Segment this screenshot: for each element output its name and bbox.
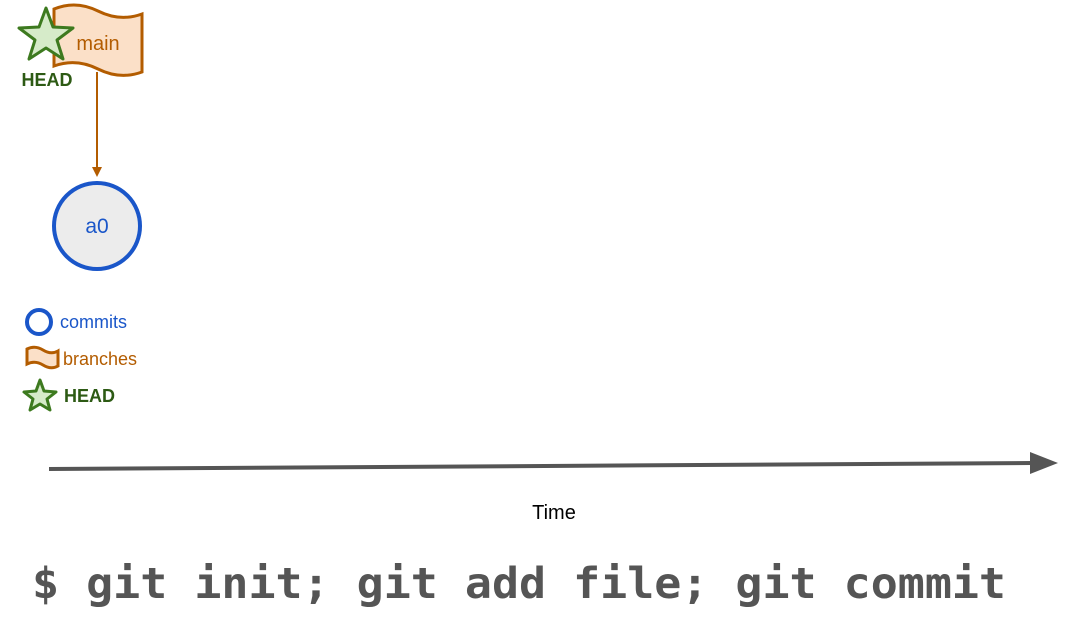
commit-icon: [25, 308, 53, 336]
legend-item-branches: branches: [25, 345, 137, 370]
flag-icon: [52, 3, 144, 77]
command-text: $ git init; git add file; git commit: [32, 559, 1006, 609]
arrow-head-icon: [1030, 452, 1058, 474]
legend: commits branches HEAD: [22, 308, 137, 412]
branch-flag-main: main: [52, 3, 144, 77]
legend-branches-label: branches: [63, 349, 137, 369]
legend-item-head: HEAD: [22, 378, 115, 412]
branch-label: main: [76, 33, 119, 55]
commit-node: a0: [52, 181, 142, 271]
legend-head-label: HEAD: [64, 386, 115, 406]
time-axis: Time: [48, 452, 1058, 524]
commit-label: a0: [85, 215, 108, 238]
head-marker: HEAD: [17, 6, 75, 90]
commit-circle: [52, 181, 142, 271]
legend-commits-label: commits: [60, 312, 127, 332]
head-label: HEAD: [21, 70, 72, 90]
legend-item-commits: commits: [25, 308, 127, 336]
star-icon: [22, 378, 58, 412]
flag-icon: [25, 345, 60, 370]
time-axis-line: [48, 461, 1033, 471]
time-axis-label: Time: [532, 502, 576, 524]
star-icon: [17, 6, 75, 61]
